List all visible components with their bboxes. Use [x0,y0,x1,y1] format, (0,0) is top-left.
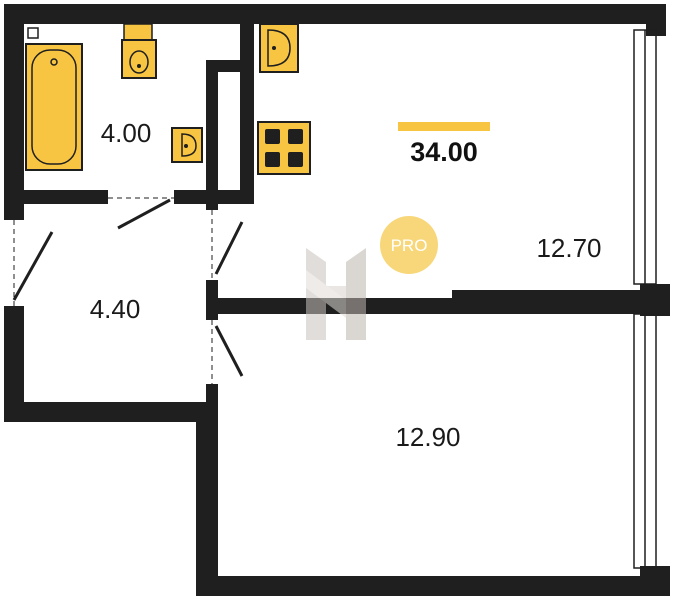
wall-bottom-hallway [4,402,214,422]
bathroom-sink-basin [181,133,197,157]
stove-burners [265,129,303,167]
door-bedroom-leaf [214,325,244,377]
wall-left-hallway [4,306,24,418]
kitchen-sink-drain [272,46,276,50]
wall-bathroom-right [240,4,254,204]
stove-burner-1 [265,129,280,144]
stove-burner-3 [265,152,280,167]
wall-right-top [646,4,666,36]
stove-burner-4 [288,152,303,167]
door-entrance-leaf [12,231,54,301]
wall-right-bottom [640,566,670,596]
toilet-tank [123,23,153,41]
room-area-hallway: 4.40 [90,294,141,324]
door-kitchen-leaf [214,221,244,275]
bathroom-sink-drain [184,144,188,148]
pro-badge-icon [380,216,438,274]
vent-square [27,27,39,39]
total-area-accent-bar [398,122,490,131]
wall-partition [206,298,666,314]
wall-hallway-right-top [206,190,218,210]
wall-left-bedroom [196,402,218,594]
wall-hallway-right-bottom [206,384,218,408]
pro-badge-text: PRO [391,236,428,255]
stove-burner-2 [288,129,303,144]
wall-partition-step [452,290,666,300]
room-area-bathroom: 4.00 [101,118,152,148]
toilet-bowl [129,50,149,74]
watermark-right-bar [346,248,366,340]
door-bathroom-leaf [117,198,171,230]
total-area: 34.00 [410,137,478,167]
doors [12,197,244,384]
room-area-kitchen-living: 12.70 [536,233,601,263]
wall-bottom [196,576,666,596]
wall-top [4,4,666,24]
watermark-logo-icon [306,248,366,340]
shaft-top [206,60,254,72]
bathtub-inner [31,49,77,165]
toilet-drain [137,64,141,68]
wall-left-bathroom [4,4,24,220]
kitchen-sink-basin [267,29,291,67]
bathtub-drain [50,58,58,66]
wall-right-mid [640,284,670,316]
watermark-diag [306,270,346,318]
wall-bathroom-bottom-left [4,190,108,204]
fixtures [25,23,311,175]
windows [633,29,657,569]
room-area-bedroom: 12.90 [395,422,460,452]
shaft-left [206,60,218,204]
